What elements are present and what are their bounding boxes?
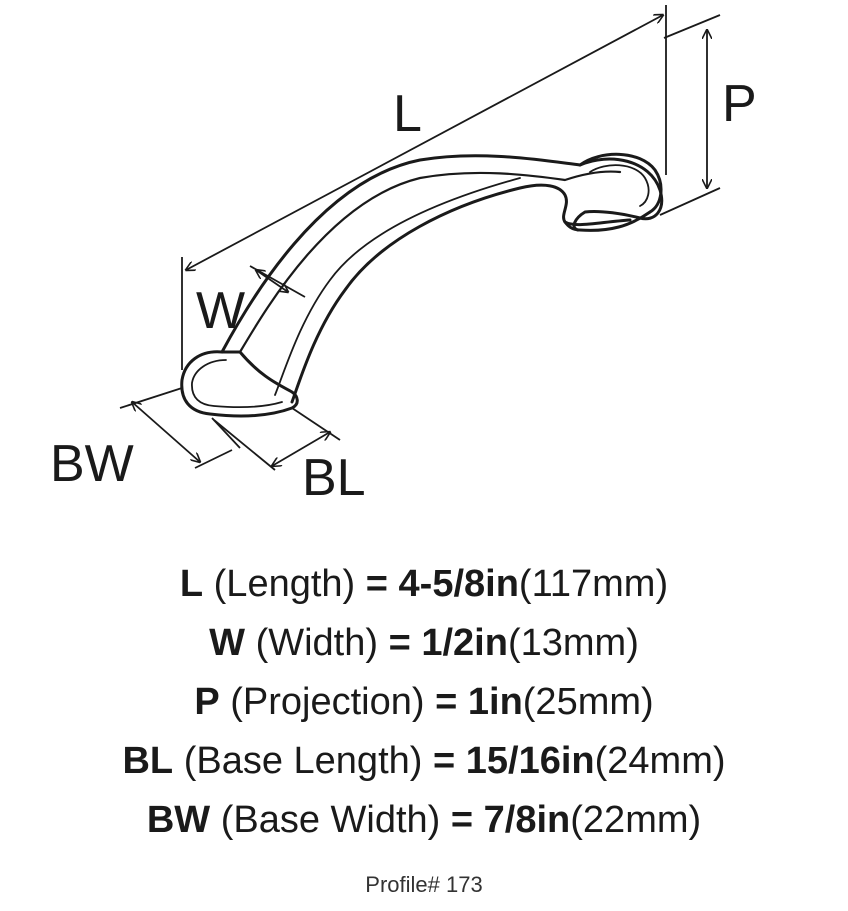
label-W: W [196, 282, 246, 340]
spec-key: L [179, 563, 204, 605]
spec-equals: = [432, 740, 456, 782]
spec-row-base-width: BW (Base Width) = 7/8in(22mm) [0, 791, 848, 850]
cabinet-pull-drawing [180, 152, 664, 418]
width-dimension [249, 265, 306, 298]
spec-metric: (117mm) [518, 563, 669, 605]
spec-value: 1in [467, 681, 523, 723]
base-length-dimension [213, 407, 341, 471]
spec-key: P [194, 681, 220, 723]
spec-row-width: W (Width) = 1/2in(13mm) [0, 614, 848, 673]
dimension-spec-list: L (Length) = 4-5/8in(117mm) W (Width) = … [0, 555, 848, 850]
spec-name: (Base Length) [183, 740, 423, 782]
spec-row-length: L (Length) = 4-5/8in(117mm) [0, 555, 848, 614]
spec-metric: (24mm) [594, 740, 726, 782]
spec-key: W [209, 622, 246, 664]
base-width-dimension [119, 387, 241, 469]
spec-value: 4-5/8in [398, 563, 519, 605]
spec-name: (Projection) [230, 681, 425, 723]
label-BL: BL [302, 449, 366, 507]
spec-key: BW [146, 799, 211, 841]
spec-equals: = [450, 799, 474, 841]
spec-key: BL [122, 740, 174, 782]
spec-value: 1/2in [421, 622, 508, 664]
spec-row-projection: P (Projection) = 1in(25mm) [0, 673, 848, 732]
profile-number: Profile# 173 [365, 872, 483, 897]
spec-value: 7/8in [483, 799, 571, 841]
spec-metric: (25mm) [522, 681, 654, 723]
spec-metric: (13mm) [507, 622, 639, 664]
spec-name: (Width) [255, 622, 379, 664]
spec-equals: = [388, 622, 411, 664]
projection-dimension [659, 14, 721, 216]
spec-name: (Base Width) [220, 799, 441, 841]
label-BW: BW [50, 435, 134, 493]
length-dimension [181, 5, 667, 370]
spec-row-base-length: BL (Base Length) = 15/16in(24mm) [0, 732, 848, 791]
handle-dimension-diagram [119, 5, 721, 471]
spec-equals: = [435, 681, 458, 723]
spec-name: (Length) [213, 563, 356, 605]
spec-value: 15/16in [465, 740, 595, 782]
label-L: L [393, 85, 422, 143]
label-P: P [722, 75, 757, 133]
spec-metric: (22mm) [570, 799, 702, 841]
spec-equals: = [365, 563, 388, 605]
